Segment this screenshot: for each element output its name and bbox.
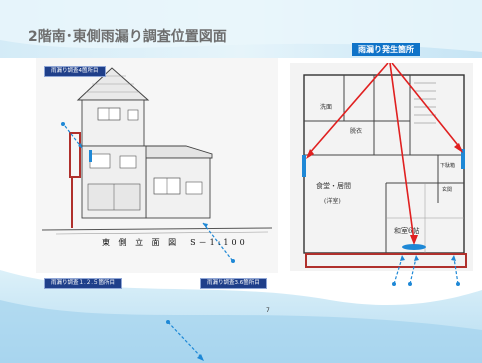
label-investigation-1-2-5: 雨漏り調査１.２.５箇所目 xyxy=(44,278,122,289)
elevation-caption: 東 側 立 面 図 S－1:100 xyxy=(102,238,248,247)
svg-text:(洋室): (洋室) xyxy=(324,197,341,205)
label-investigation-3-6: 雨漏り調査3.6箇所目 xyxy=(200,278,267,289)
investigation-arrow-bottom xyxy=(166,320,204,361)
svg-text:下駄箱: 下駄箱 xyxy=(440,162,455,169)
floor-plan-drawing: 洗面 脱衣 食堂・居間 (洋室) 和室6帖 下駄箱 玄関 xyxy=(290,63,473,271)
label-leak-occurrence: 雨漏り発生箇所 xyxy=(352,43,420,56)
svg-text:玄関: 玄関 xyxy=(442,186,452,193)
svg-text:洗面: 洗面 xyxy=(320,103,332,111)
page-number: 7 xyxy=(266,307,270,314)
investigation-arrows-plan xyxy=(392,255,460,286)
slide-title: 2階南･東側雨漏り調査位置図面 xyxy=(28,29,227,45)
label-investigation-4: 雨漏り調査4箇所目 xyxy=(44,66,106,77)
svg-text:和室6帖: 和室6帖 xyxy=(394,226,419,235)
svg-text:脱衣: 脱衣 xyxy=(350,127,362,135)
east-elevation-drawing xyxy=(36,58,278,273)
svg-text:食堂・居間: 食堂・居間 xyxy=(316,181,351,190)
